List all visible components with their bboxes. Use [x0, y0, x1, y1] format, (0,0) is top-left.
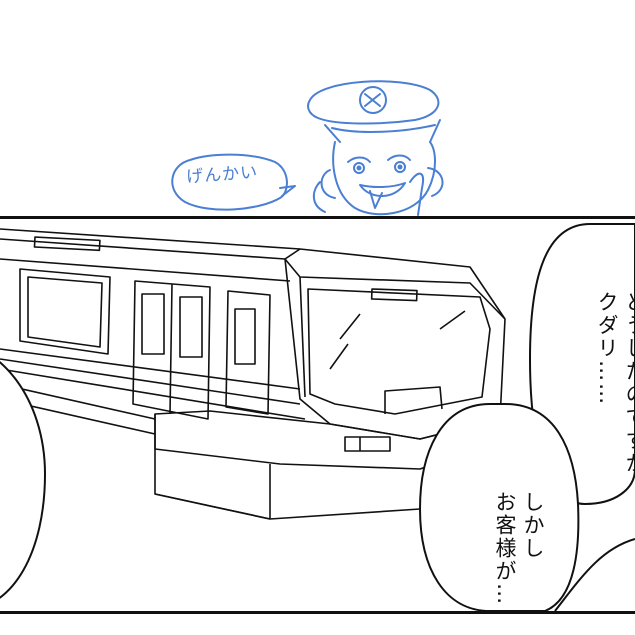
center-bubble-line-2: お客様が… [493, 491, 517, 607]
conductor-sketch [171, 80, 444, 216]
right-bubble-line-1: どうしたのですか [623, 291, 635, 476]
train-illustration [0, 223, 635, 611]
right-bubble-line-2: クダリ…… [595, 291, 619, 407]
comic-panel: どうしたのですか クダリ…… しかし お客様が… [0, 216, 635, 614]
center-bubble-text: しかし お客様が… [463, 439, 575, 609]
sketch-speech-text: げんかい [185, 162, 259, 188]
center-speech-bubble [418, 403, 580, 611]
left-speech-bubble [0, 361, 47, 599]
center-bubble-line-1: しかし [521, 491, 545, 561]
right-bubble-text: どうしたのですか クダリ…… [565, 239, 635, 499]
